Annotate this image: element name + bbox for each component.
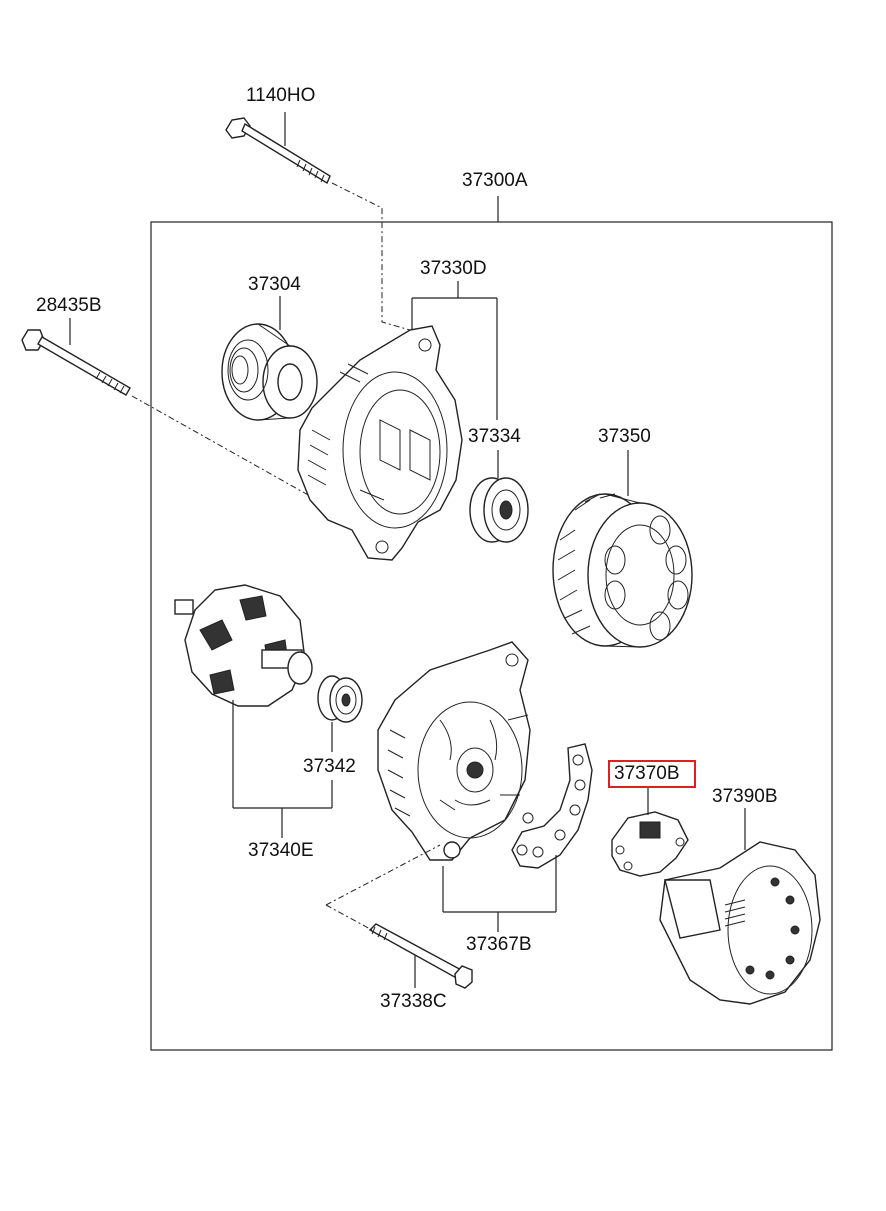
label-37370b[interactable]: 37370B	[614, 763, 680, 784]
label-37304[interactable]: 37304	[248, 274, 301, 295]
label-37342[interactable]: 37342	[303, 756, 356, 777]
label-37300a[interactable]: 37300A	[462, 170, 528, 191]
label-37340e[interactable]: 37340E	[248, 840, 314, 861]
label-37367b[interactable]: 37367B	[466, 934, 532, 955]
rear-cover-37390b	[659, 841, 821, 1005]
label-37338c[interactable]: 37338C	[380, 991, 447, 1012]
label-37330d[interactable]: 37330D	[420, 258, 487, 279]
bearing-37334	[469, 477, 529, 543]
stator-37350	[552, 493, 693, 648]
rotor-37340e	[174, 584, 313, 707]
bolt-1140ho	[225, 117, 331, 185]
regulator-37370b	[611, 811, 689, 877]
rectifier-37367b	[511, 743, 593, 869]
label-1140ho[interactable]: 1140HO	[246, 85, 316, 106]
front-bracket-37330d	[297, 325, 463, 561]
label-37334[interactable]: 37334	[468, 426, 521, 447]
label-37350[interactable]: 37350	[598, 426, 651, 447]
bolt-28435b	[21, 329, 131, 396]
rear-bracket	[377, 641, 531, 861]
assembly-frame	[150, 221, 833, 1051]
bearing-37342	[317, 675, 363, 723]
label-37390b[interactable]: 37390B	[712, 786, 778, 807]
through-bolt-37338c	[368, 923, 473, 989]
regulator-highlight-box	[608, 760, 696, 788]
pulley-37304	[221, 323, 318, 421]
label-28435b[interactable]: 28435B	[36, 295, 102, 316]
